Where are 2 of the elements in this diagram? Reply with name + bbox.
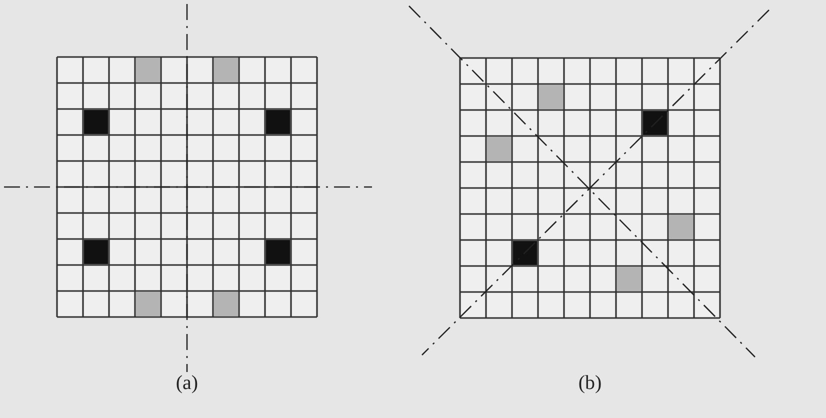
- panel-label: (b): [578, 372, 602, 394]
- panel-label: (a): [176, 372, 198, 394]
